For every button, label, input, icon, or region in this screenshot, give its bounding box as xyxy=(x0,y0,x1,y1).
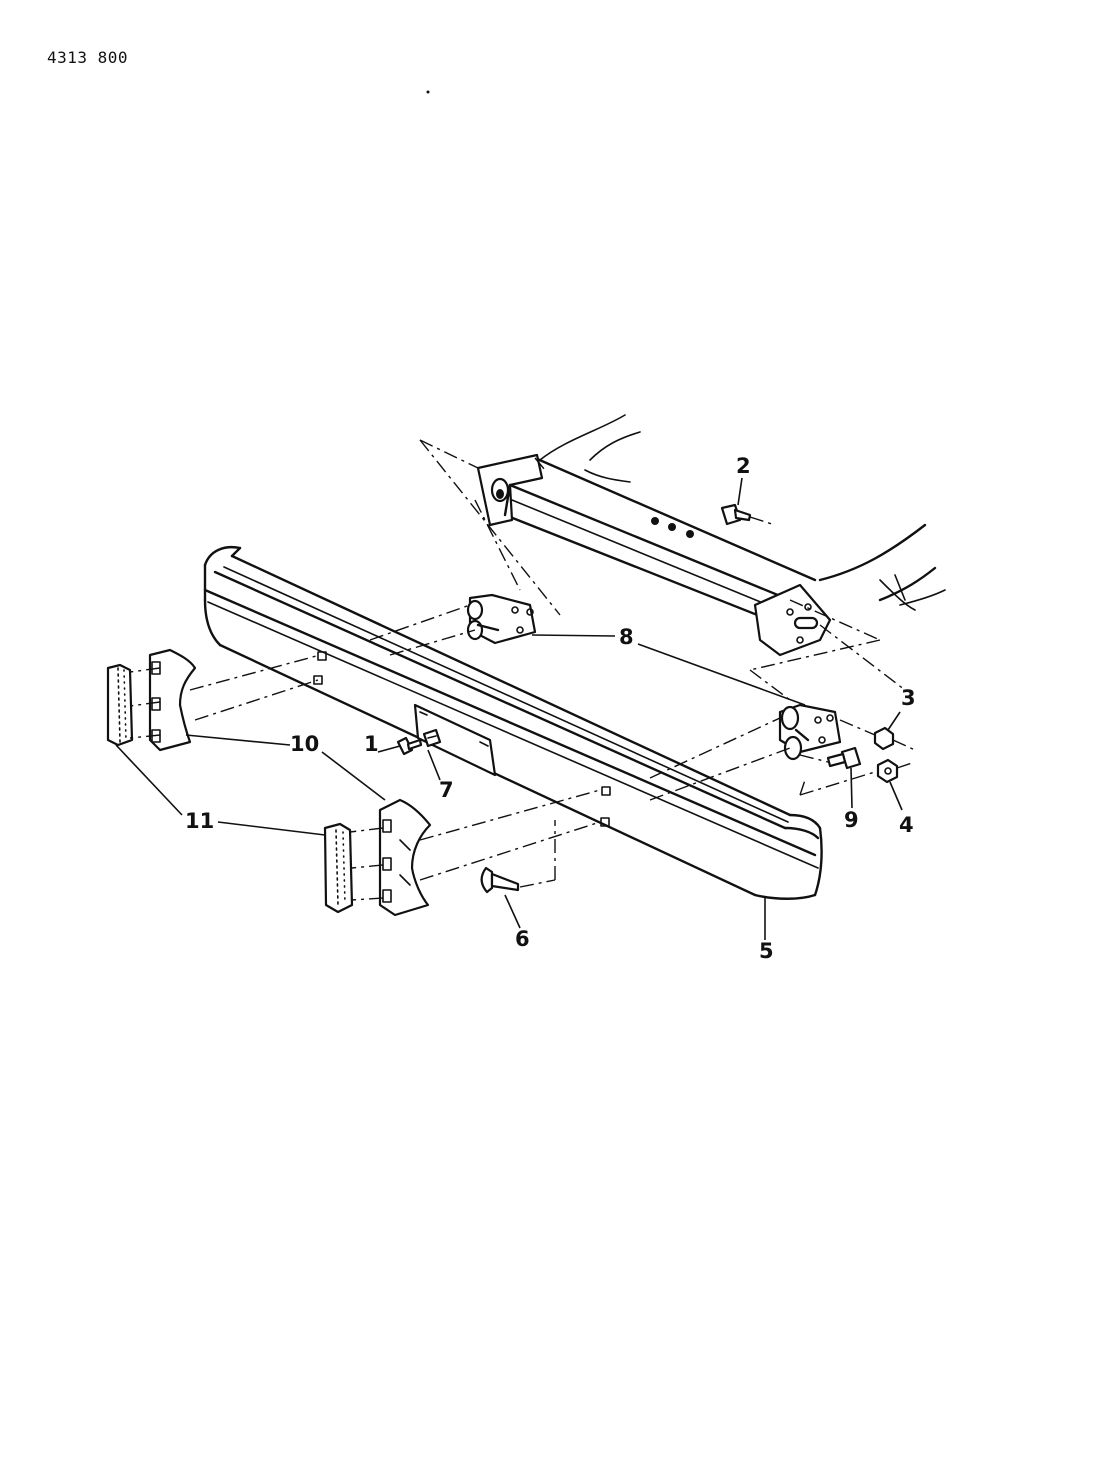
bumper-bar xyxy=(203,546,823,900)
callout-1: 1 xyxy=(364,732,379,756)
callout-5: 5 xyxy=(759,939,774,963)
clip-7 xyxy=(422,728,442,748)
callout-10: 10 xyxy=(290,732,320,756)
carriage-bolt-6 xyxy=(480,820,556,894)
left-bumper-guard xyxy=(148,648,197,752)
callout-11: 11 xyxy=(185,809,215,833)
callout-4: 4 xyxy=(899,813,914,837)
left-guard-strip xyxy=(106,663,134,747)
document-id: 4313 800 xyxy=(47,48,129,67)
bolt-2 xyxy=(720,503,776,526)
callout-3: 3 xyxy=(901,686,916,710)
bolt-9 xyxy=(799,746,879,796)
nut-4 xyxy=(876,758,916,784)
callout-9: 9 xyxy=(844,808,859,832)
right-bumper-guard xyxy=(378,798,432,917)
callout-2: 2 xyxy=(736,454,751,478)
frame-rail xyxy=(476,414,946,657)
bolt-1 xyxy=(396,736,423,756)
callout-6: 6 xyxy=(515,927,530,951)
left-mounting-bracket xyxy=(466,593,537,645)
callout-8: 8 xyxy=(619,625,634,649)
nut-3 xyxy=(839,719,916,751)
callout-7: 7 xyxy=(439,778,454,802)
right-guard-strip xyxy=(323,822,354,914)
right-mounting-bracket xyxy=(778,703,842,761)
